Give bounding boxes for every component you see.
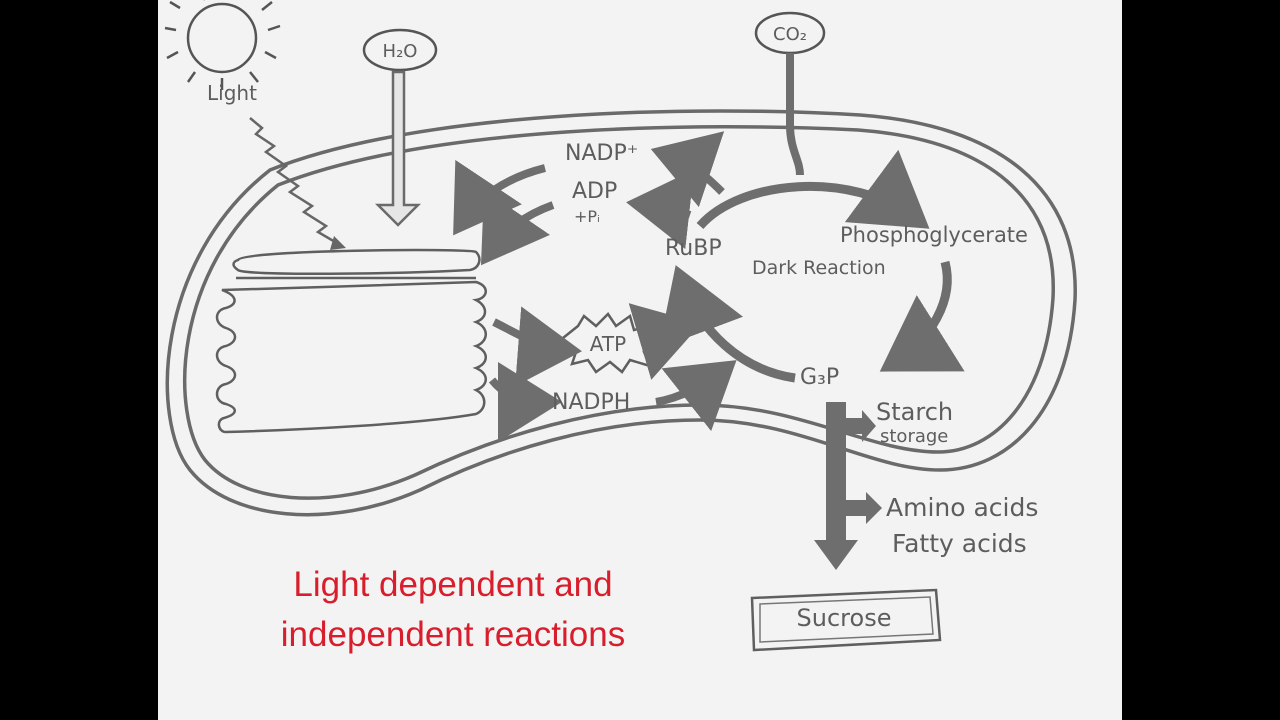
fatty-acids-label: Fatty acids <box>892 529 1027 558</box>
product-arrows <box>488 303 737 442</box>
water-label: H₂O <box>383 41 418 62</box>
water-input: H₂O <box>362 28 438 227</box>
nadph-label: NADPH <box>552 390 630 415</box>
dark-reaction-label: Dark Reaction <box>752 257 886 279</box>
rubp-label: RuBP <box>665 236 722 261</box>
light-label: Light <box>207 81 257 105</box>
amino-acids-label: Amino acids <box>886 493 1038 522</box>
phosphoglycerate-label: Phosphoglycerate <box>840 223 1028 247</box>
phosphate-label: +Pᵢ <box>574 207 600 226</box>
light-ray-head <box>330 236 346 250</box>
caption-line-1: Light dependent and <box>293 565 613 604</box>
left-letterbox <box>0 0 158 720</box>
caption-line-2: independent reactions <box>280 615 626 654</box>
caption: Light dependent and independent reaction… <box>233 560 673 660</box>
adp-label: ADP <box>572 179 617 204</box>
g3p-label: G₃P <box>800 365 839 390</box>
return-arrows <box>453 131 725 266</box>
chloroplast-envelope <box>165 109 1077 517</box>
co2-input: CO₂ <box>754 11 826 176</box>
light-ray-arrow <box>249 117 343 248</box>
right-letterbox <box>1122 0 1280 720</box>
thylakoid-stack <box>215 248 487 434</box>
storage-label: storage <box>880 426 948 447</box>
calvin-cycle <box>658 149 965 383</box>
atp-burst: ATP <box>558 312 664 374</box>
sun-icon <box>164 0 281 90</box>
starch-label: Starch <box>876 398 953 426</box>
sucrose-label: Sucrose <box>797 604 892 632</box>
g3p-output-arrows <box>814 402 882 570</box>
nadp-plus-label: NADP⁺ <box>565 141 638 166</box>
atp-label: ATP <box>590 332 626 356</box>
co2-label: CO₂ <box>773 24 807 45</box>
sucrose-box: Sucrose <box>750 588 942 652</box>
